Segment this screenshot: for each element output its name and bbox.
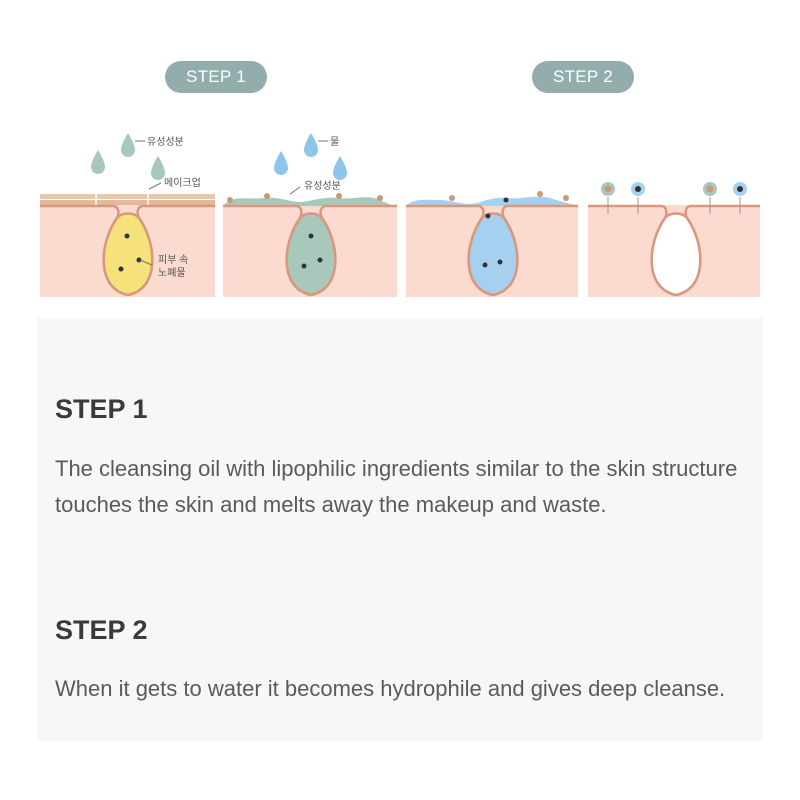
emulsified-particle-core: [737, 186, 743, 192]
pore-green-fill: [285, 212, 337, 297]
label-arrow: [139, 259, 153, 266]
waste-dot: [136, 257, 142, 263]
waste-dot: [497, 259, 503, 265]
waste-dot: [118, 266, 124, 272]
oil-droplet-icon: [151, 156, 165, 180]
waste-dot: [485, 213, 491, 219]
emulsified-particle-core: [706, 185, 714, 193]
panel-oil-applied: 물 유성성분: [223, 133, 397, 297]
cleansing-diagram: 유성성분 메이크업 피부 속 노폐물 물 유성성분: [40, 133, 760, 297]
label-arrow: [148, 182, 162, 190]
emulsified-particle-core: [635, 186, 641, 192]
waste-dot: [124, 233, 130, 239]
step-2-badge: STEP 2: [532, 61, 634, 93]
waste-dot: [317, 257, 323, 263]
makeup-particle: [537, 191, 543, 197]
makeup-layer: [40, 194, 215, 199]
oil-droplet-icon: [91, 150, 105, 174]
step-1-description: The cleansing oil with lipophilic ingred…: [55, 456, 738, 517]
description-panel: [37, 318, 763, 741]
water-droplet-icon: [304, 133, 318, 157]
waste-dot: [308, 233, 314, 239]
step-2-description: When it gets to water it becomes hydroph…: [55, 676, 726, 701]
panel-clean-pore: [588, 182, 760, 297]
makeup-particle: [227, 197, 233, 203]
oil-label-2: 유성성분: [304, 180, 341, 192]
step-1-heading: STEP 1: [55, 394, 148, 424]
oil-label: 유성성분: [147, 136, 184, 148]
step-1-badge: STEP 1: [165, 61, 267, 93]
water-layer: [406, 196, 578, 206]
panel-emulsifying: [406, 191, 578, 297]
water-label: 물: [330, 136, 339, 148]
water-droplet-icon: [274, 151, 288, 175]
waste-label-line2: 노폐물: [158, 267, 186, 279]
waste-dot: [503, 197, 509, 203]
waste-dot: [482, 262, 488, 268]
emulsified-particle-core: [604, 185, 612, 193]
clean-pore: [650, 212, 702, 297]
makeup-particle: [336, 193, 342, 199]
makeup-particle: [563, 195, 569, 201]
oil-layer: [223, 197, 397, 206]
waste-dot: [301, 263, 307, 269]
water-droplet-icon: [333, 156, 347, 180]
makeup-particle: [264, 193, 270, 199]
oil-droplet-icon: [121, 133, 135, 157]
pore-blue-fill: [467, 212, 519, 297]
makeup-particle: [449, 195, 455, 201]
waste-label-line1: 피부 속: [158, 254, 188, 266]
makeup-layer: [40, 200, 215, 205]
panel-makeup-on-skin: 유성성분 메이크업 피부 속 노폐물: [40, 133, 215, 297]
makeup-label: 메이크업: [164, 176, 201, 189]
pore-yellow-fill: [102, 212, 154, 297]
step-2-heading: STEP 2: [55, 615, 148, 645]
label-arrow: [289, 186, 301, 195]
makeup-particle: [377, 195, 383, 201]
